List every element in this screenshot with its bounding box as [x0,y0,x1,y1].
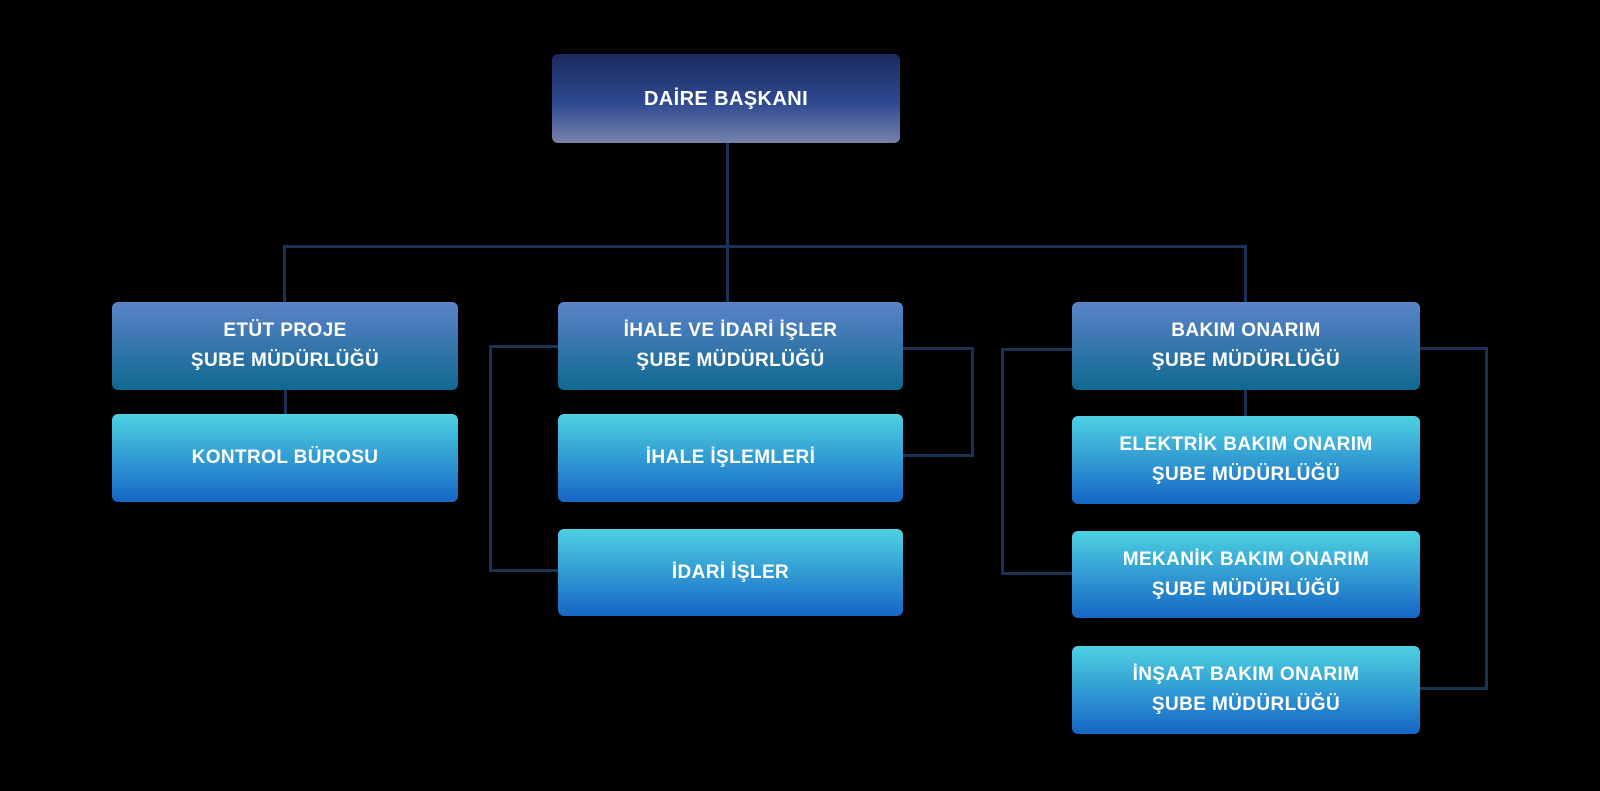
node-label-line: ETÜT PROJE [223,320,347,341]
node-label-line: ŞUBE MÜDÜRLÜĞÜ [1151,694,1341,715]
org-node-etut-proje-sube-mudurlugu: ETÜT PROJE ŞUBE MÜDÜRLÜĞÜ [112,302,458,390]
connector-drop-bakim [1244,245,1247,303]
connector-bakim-right-stub-top [1420,347,1488,350]
connector-etut-kontrol [284,390,287,414]
connector-ihale-left-stub-top [489,345,558,348]
org-node-mekanik-bakim-onarim-sube-mudurlugu: MEKANİK BAKIM ONARIM ŞUBE MÜDÜRLÜĞÜ [1072,531,1420,618]
connector-ihale-right-stub-top [903,347,974,350]
node-label-line: İDARİ İŞLER [671,561,790,583]
node-label-line: BAKIM ONARIM [1171,320,1321,341]
connector-bakim-left-stub-top [1001,348,1072,351]
connector-ihale-left-stub-bottom [489,569,558,572]
node-label-line: ŞUBE MÜDÜRLÜĞÜ [636,350,825,371]
org-node-idari-isler: İDARİ İŞLER [558,529,903,616]
connector-root-drop [726,143,729,303]
node-label-line: ELEKTRİK BAKIM ONARIM [1119,434,1373,455]
node-label-line: ŞUBE MÜDÜRLÜĞÜ [1151,578,1341,600]
connector-bakim-right-vertical [1485,347,1488,690]
node-label-line: ŞUBE MÜDÜRLÜĞÜ [1151,464,1341,485]
connector-bakim-left-stub-bottom [1001,572,1072,575]
connector-ihale-right-stub-bottom [903,454,974,457]
connector-bakim-elektrik [1244,390,1247,416]
org-node-daire-baskani: DAİRE BAŞKANI [552,54,900,143]
org-node-ihale-ve-idari-isler-sube-mudurlugu: İHALE VE İDARİ İŞLER ŞUBE MÜDÜRLÜĞÜ [558,302,903,390]
connector-bakim-right-stub-bottom [1420,687,1485,690]
node-label-line: İHALE İŞLEMLERİ [645,447,816,468]
org-node-elektrik-bakim-onarim-sube-mudurlugu: ELEKTRİK BAKIM ONARIM ŞUBE MÜDÜRLÜĞÜ [1072,416,1420,504]
org-node-ihale-islemleri: İHALE İŞLEMLERİ [558,414,903,502]
org-node-bakim-onarim-sube-mudurlugu: BAKIM ONARIM ŞUBE MÜDÜRLÜĞÜ [1072,302,1420,390]
org-node-kontrol-burosu: KONTROL BÜROSU [112,414,458,502]
node-label-line: MEKANİK BAKIM ONARIM [1122,548,1370,570]
node-label-line: ŞUBE MÜDÜRLÜĞÜ [1151,350,1341,371]
node-label-line: İNŞAAT BAKIM ONARIM [1132,664,1360,685]
connector-ihale-right-vertical [971,347,974,457]
node-label-line: ŞUBE MÜDÜRLÜĞÜ [190,350,380,371]
connector-main-horizontal [283,245,1247,248]
connector-drop-etut [283,245,286,303]
node-label-line: KONTROL BÜROSU [191,447,379,468]
node-label-line: DAİRE BAŞKANI [643,87,809,110]
node-label-line: İHALE VE İDARİ İŞLER [623,320,838,341]
connector-bakim-left-vertical [1001,348,1004,575]
connector-ihale-left-vertical [489,345,492,572]
org-node-insaat-bakim-onarim-sube-mudurlugu: İNŞAAT BAKIM ONARIM ŞUBE MÜDÜRLÜĞÜ [1072,646,1420,734]
